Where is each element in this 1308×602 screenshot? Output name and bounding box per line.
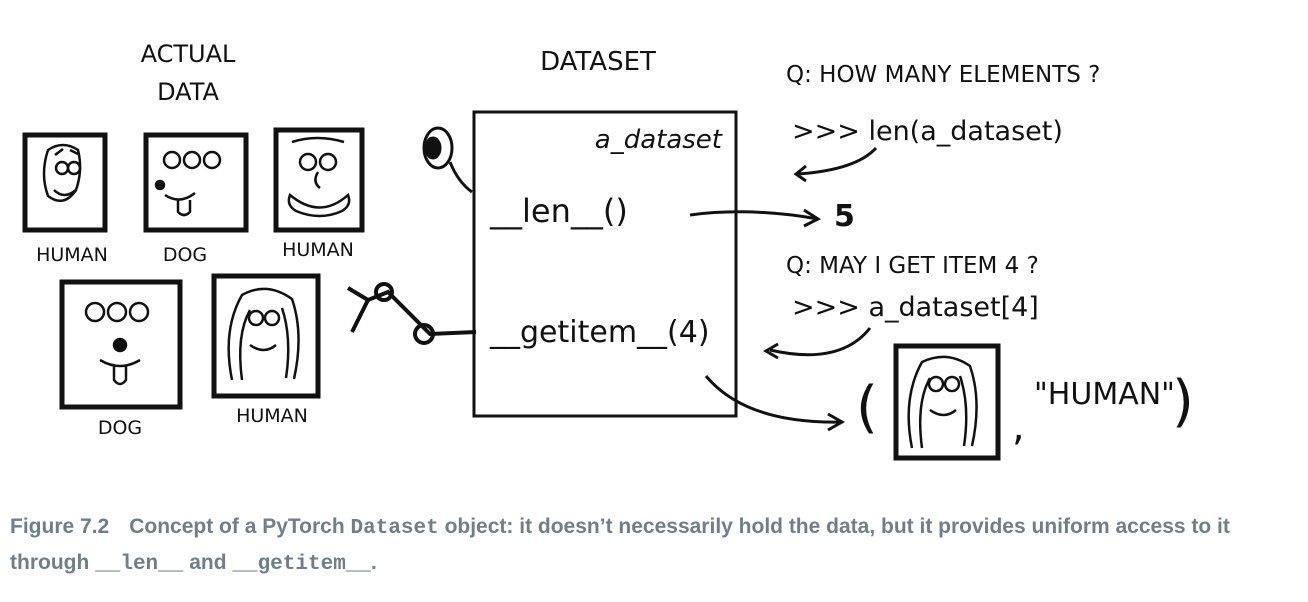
caption-text-2: object: it doesn’t necessarily hold the … xyxy=(10,515,1230,574)
dataset-title: DATASET xyxy=(540,47,656,77)
item-label: DOG xyxy=(163,244,207,266)
item-human-3: HUMAN xyxy=(211,273,321,427)
caption-code-dataset: Dataset xyxy=(350,517,439,540)
tuple-close-paren: ) xyxy=(1172,369,1194,434)
human-long-hair-face-icon xyxy=(227,287,300,381)
question-1-code: >>> len(a_dataset) xyxy=(792,116,1063,147)
human-face-icon xyxy=(287,136,351,218)
caption-text-1: Concept of a PyTorch xyxy=(129,515,351,538)
caption-code-len: __len__ xyxy=(95,553,184,576)
len-arrow xyxy=(689,208,822,228)
item-label: HUMAN xyxy=(282,239,354,261)
figure-number: Figure 7.2 xyxy=(10,515,110,538)
picture-frame xyxy=(59,279,183,410)
actual-data-heading-line2: DATA xyxy=(157,78,219,106)
dataset-box xyxy=(472,110,738,418)
q2-return-arrow xyxy=(763,327,872,360)
caption-text-3: and xyxy=(183,551,233,574)
item-label: HUMAN xyxy=(36,244,108,266)
eye-camera-icon xyxy=(422,126,473,194)
figure-caption: Figure 7.2 Concept of a PyTorch Dataset o… xyxy=(10,510,1290,582)
dog-face-icon xyxy=(154,150,222,217)
tuple-comma: , xyxy=(1012,404,1025,450)
picture-frame xyxy=(22,132,108,233)
human-face-icon xyxy=(42,143,82,203)
item-dog-2: DOG xyxy=(59,279,183,439)
item-human-2: HUMAN xyxy=(273,127,365,261)
item-human-1: HUMAN xyxy=(22,132,108,266)
tuple-open-paren: ( xyxy=(856,375,878,440)
item-dog-1: DOG xyxy=(143,132,249,266)
question-2: Q: MAY I GET ITEM 4 ? xyxy=(786,253,1039,279)
robot-arm-icon xyxy=(346,282,477,345)
actual-data-heading-line1: ACTUAL xyxy=(141,40,236,68)
picture-frame xyxy=(211,273,321,399)
picture-frame xyxy=(893,343,1001,461)
item-label: DOG xyxy=(98,417,142,439)
getitem-method: __getitem__(4) xyxy=(489,315,710,350)
caption-text-4: . xyxy=(371,551,377,574)
dog-face-icon xyxy=(84,301,150,386)
human-long-hair-face-icon xyxy=(907,355,978,449)
len-result: 5 xyxy=(834,199,855,234)
picture-frame xyxy=(273,127,365,233)
caption-code-getitem: __getitem__ xyxy=(232,553,371,576)
item-label: HUMAN xyxy=(236,405,308,427)
question-1: Q: HOW MANY ELEMENTS ? xyxy=(786,62,1100,88)
question-2-code: >>> a_dataset[4] xyxy=(792,292,1039,323)
dataset-instance-name: a_dataset xyxy=(595,125,723,155)
q1-return-arrow xyxy=(793,146,878,183)
result-label: "HUMAN" xyxy=(1034,377,1175,412)
dataset-diagram: ACTUAL DATA HUMAN DOG HUMAN xyxy=(22,40,1194,461)
len-method: __len__() xyxy=(489,192,628,230)
result-image xyxy=(893,343,1001,461)
picture-frame xyxy=(143,132,249,233)
getitem-arrow xyxy=(704,375,846,432)
